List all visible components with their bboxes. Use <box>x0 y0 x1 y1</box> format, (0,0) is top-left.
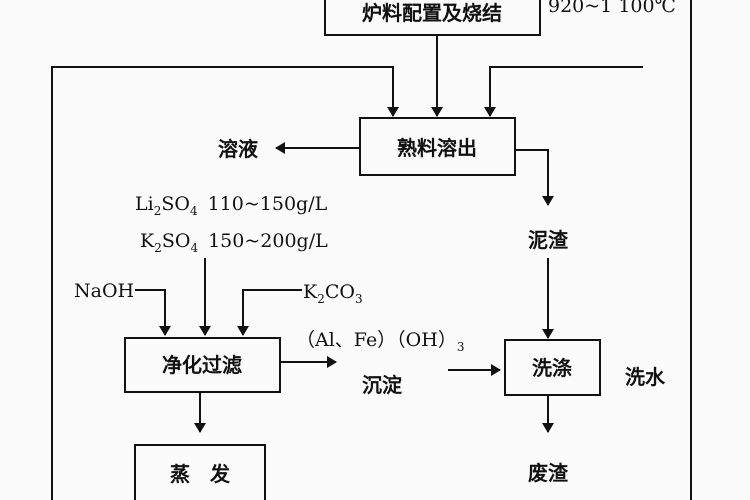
roast-temp: 920~1 100℃ <box>548 0 676 17</box>
evaporate-label: 蒸 发 <box>170 462 231 486</box>
wash-box <box>504 339 601 396</box>
precip-label: 沉淀 <box>362 373 403 397</box>
naoh-arrow <box>135 289 171 336</box>
roast-label: 炉料配置及烧结 <box>362 1 502 25</box>
leach-box <box>359 117 516 176</box>
residue-label: 泥渣 <box>528 228 569 252</box>
waste-label: 废渣 <box>528 461 569 485</box>
naoh-label: NaOH <box>74 280 134 302</box>
purify-label: 净化过滤 <box>162 353 242 377</box>
wash-water-label: 洗水 <box>625 365 666 389</box>
leach-to-residue-arrow <box>515 149 554 206</box>
evaporate-box <box>134 444 266 500</box>
precip-formula: （Al、Fe）（OH）3 <box>296 329 464 354</box>
leach-label: 熟料溶出 <box>397 136 477 160</box>
k2co3-arrow <box>237 289 302 336</box>
purify-box <box>124 337 281 393</box>
solution-label: 溶液 <box>218 137 259 161</box>
roast-box <box>324 0 541 36</box>
recycle-arrow-right <box>484 66 643 117</box>
recycle-arrow-left <box>51 66 399 500</box>
wash-label: 洗涤 <box>532 356 572 380</box>
k2co3-label: K2CO3 <box>303 281 363 306</box>
